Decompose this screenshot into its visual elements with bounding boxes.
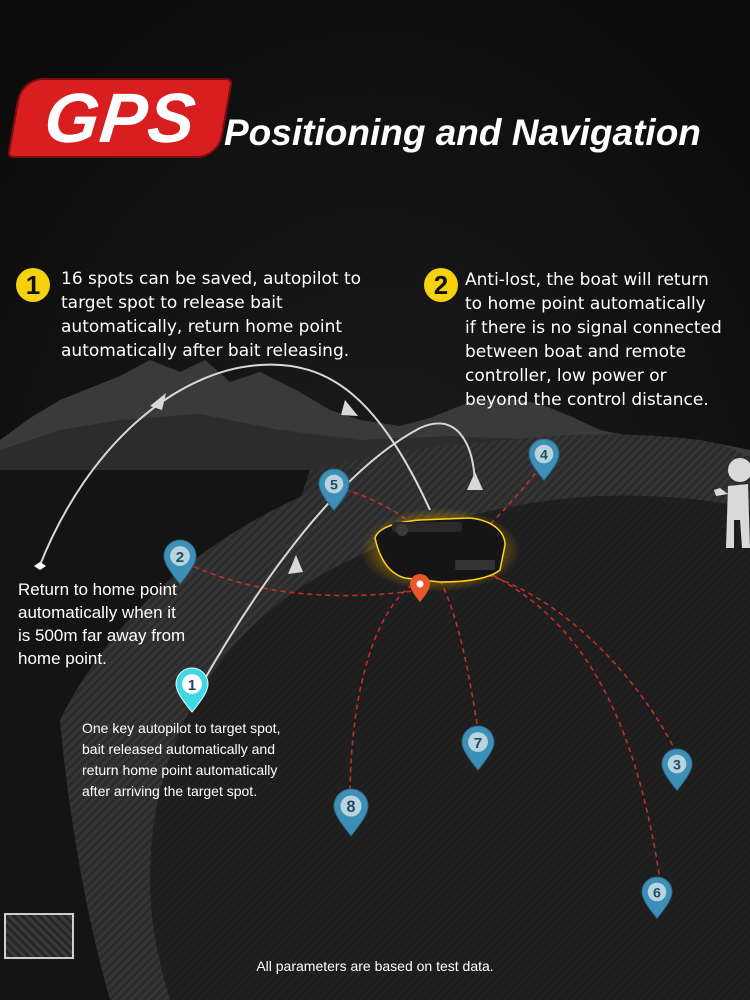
map-pin-icon-5: 5 — [318, 468, 350, 512]
map-pin-label-2: 2 — [176, 549, 184, 566]
map-pin-label-6: 6 — [653, 885, 661, 901]
carbon-texture-swatch — [4, 913, 74, 959]
map-pin-label-4: 4 — [540, 447, 548, 463]
feature-number-1: 1 — [16, 268, 50, 302]
map-pin-label-7: 7 — [474, 735, 482, 752]
map-pin-icon-7: 7 — [461, 725, 495, 771]
map-pin-icon-3: 3 — [661, 748, 693, 792]
navigation-arcs — [39, 363, 476, 697]
page-title: Positioning and Navigation — [224, 112, 701, 153]
feature-number-2: 2 — [424, 268, 458, 302]
feature-text-1: 16 spots can be saved, autopilot to targ… — [61, 269, 362, 361]
road-strip — [300, 438, 750, 500]
map-pin-label-5: 5 — [330, 477, 338, 493]
map-pin-icon-8: 8 — [333, 788, 369, 837]
map-pin-label-1: 1 — [188, 677, 197, 694]
spot-pins: 1 2 3 4 5 6 7 8 — [163, 438, 693, 920]
map-pin-label-8: 8 — [347, 798, 356, 816]
land-inner — [150, 495, 750, 1000]
arrowheads — [150, 393, 483, 574]
gps-badge-text: GPS — [40, 79, 200, 157]
map-pin-icon-1: 1 — [175, 667, 209, 713]
gps-badge: GPS — [6, 78, 234, 158]
map-pin-label-3: 3 — [673, 757, 681, 773]
note-return-home: Return to home point automatically when … — [18, 580, 186, 668]
map-pin-icon-6: 6 — [641, 876, 673, 920]
note-one-key-autopilot: One key autopilot to target spot, bait r… — [82, 720, 281, 799]
person-icon — [714, 458, 750, 548]
map-pin-icon-4: 4 — [528, 438, 560, 482]
feature-text-2: Anti-lost, the boat will return to home … — [465, 270, 722, 410]
footer-disclaimer: All parameters are based on test data. — [256, 958, 494, 974]
boat-icon — [374, 517, 506, 583]
home-pin-icon — [410, 574, 430, 602]
map-pin-icon-2: 2 — [163, 539, 197, 585]
